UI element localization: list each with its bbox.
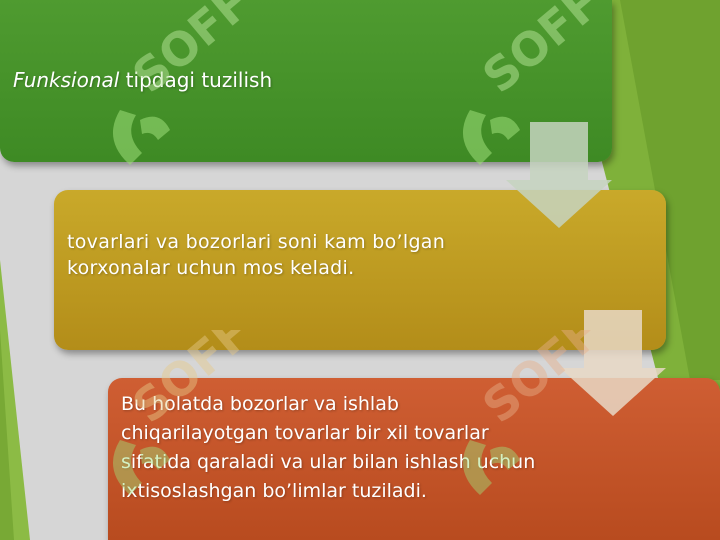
- step-1-rest: tipdagi tuzilish: [119, 68, 273, 92]
- step-3-text: Bu holatda bozorlar va ishlab chiqarilay…: [121, 393, 536, 502]
- step-box-1: Funksional tipdagi tuzilish: [0, 0, 612, 162]
- step-2-text: tovarlari va bozorlari soni kam bo’lgan …: [67, 231, 446, 279]
- down-arrow-icon: [506, 122, 612, 228]
- step-1-italic: Funksional: [13, 68, 120, 92]
- step-1-text: Funksional tipdagi tuzilish: [13, 67, 573, 94]
- down-arrow-icon: [560, 310, 666, 416]
